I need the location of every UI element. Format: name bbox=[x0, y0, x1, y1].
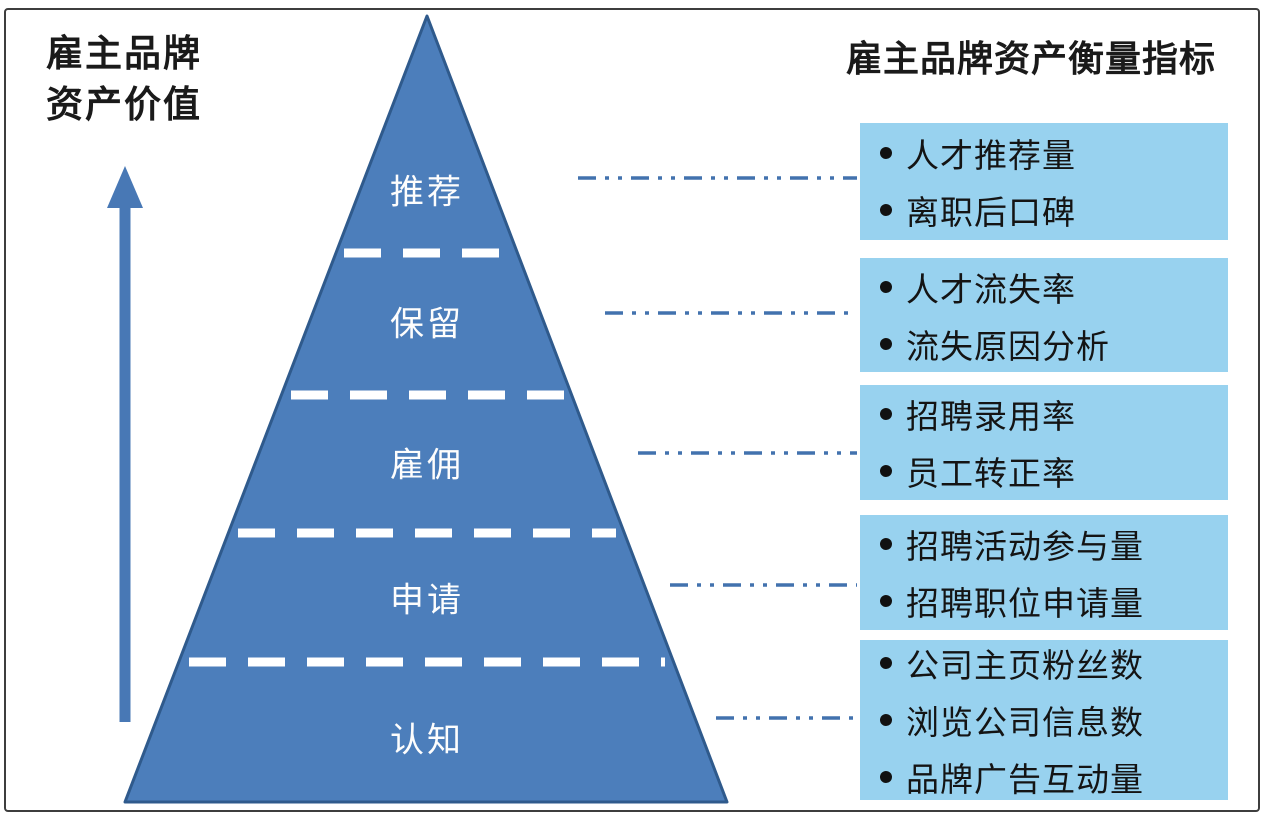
metric-item: 员工转正率 bbox=[880, 447, 1228, 495]
pyramid-shape bbox=[123, 14, 729, 804]
pyramid-level-label-retention: 保留 bbox=[390, 304, 464, 345]
metric-item: 人才流失率 bbox=[880, 263, 1228, 311]
bullet-icon bbox=[880, 538, 892, 550]
pyramid-level-label-hire: 雇佣 bbox=[390, 445, 464, 486]
bullet-icon bbox=[880, 280, 892, 293]
left-axis-title: 雇主品牌 资产价值 bbox=[46, 28, 202, 130]
metric-item: 招聘职位申请量 bbox=[880, 577, 1228, 625]
metric-item: 浏览公司信息数 bbox=[880, 696, 1228, 744]
metrics-column-title: 雇主品牌资产衡量指标 bbox=[846, 39, 1217, 80]
metric-item: 招聘录用率 bbox=[880, 390, 1228, 438]
metric-box-apply: 招聘活动参与量 招聘职位申请量 bbox=[860, 515, 1228, 630]
metric-text: 浏览公司信息数 bbox=[906, 703, 1144, 742]
metric-item: 离职后口碑 bbox=[880, 186, 1228, 234]
metric-text: 员工转正率 bbox=[906, 454, 1076, 493]
bullet-icon bbox=[880, 147, 892, 159]
metric-text: 招聘职位申请量 bbox=[906, 584, 1144, 623]
metric-box-awareness: 公司主页粉丝数 浏览公司信息数 品牌广告互动量 bbox=[860, 640, 1228, 800]
metric-text: 品牌广告互动量 bbox=[906, 760, 1144, 799]
bullet-icon bbox=[880, 714, 892, 726]
bullet-icon bbox=[880, 465, 892, 477]
metric-text: 公司主页粉丝数 bbox=[906, 646, 1144, 685]
pyramid-level-label-awareness: 认知 bbox=[390, 720, 464, 761]
bullet-icon bbox=[880, 657, 892, 669]
up-arrow-icon bbox=[107, 166, 143, 722]
metric-item: 人才推荐量 bbox=[880, 129, 1228, 177]
metric-text: 人才流失率 bbox=[906, 269, 1076, 309]
bullet-icon bbox=[880, 771, 892, 783]
metric-item: 流失原因分析 bbox=[880, 320, 1228, 368]
bullet-icon bbox=[880, 204, 892, 216]
metric-text: 流失原因分析 bbox=[906, 326, 1110, 366]
metric-text: 招聘录用率 bbox=[906, 397, 1076, 436]
bullet-icon bbox=[880, 337, 892, 350]
metric-item: 品牌广告互动量 bbox=[880, 753, 1228, 801]
pyramid-level-label-apply: 申请 bbox=[390, 580, 464, 621]
metric-text: 人才推荐量 bbox=[906, 136, 1076, 175]
metric-item: 公司主页粉丝数 bbox=[880, 639, 1228, 687]
left-axis-title-line2: 资产价值 bbox=[46, 83, 202, 126]
pyramid-level-label-referral: 推荐 bbox=[390, 172, 464, 213]
metric-box-retention: 人才流失率 流失原因分析 bbox=[860, 258, 1228, 372]
bullet-icon bbox=[880, 595, 892, 607]
metric-item: 招聘活动参与量 bbox=[880, 520, 1228, 568]
left-axis-title-line1: 雇主品牌 bbox=[46, 32, 202, 75]
metric-box-hire: 招聘录用率 员工转正率 bbox=[860, 385, 1228, 500]
metric-text: 离职后口碑 bbox=[906, 193, 1076, 232]
metric-text: 招聘活动参与量 bbox=[906, 527, 1144, 566]
bullet-icon bbox=[880, 408, 892, 420]
metric-box-referral: 人才推荐量 离职后口碑 bbox=[860, 123, 1228, 240]
